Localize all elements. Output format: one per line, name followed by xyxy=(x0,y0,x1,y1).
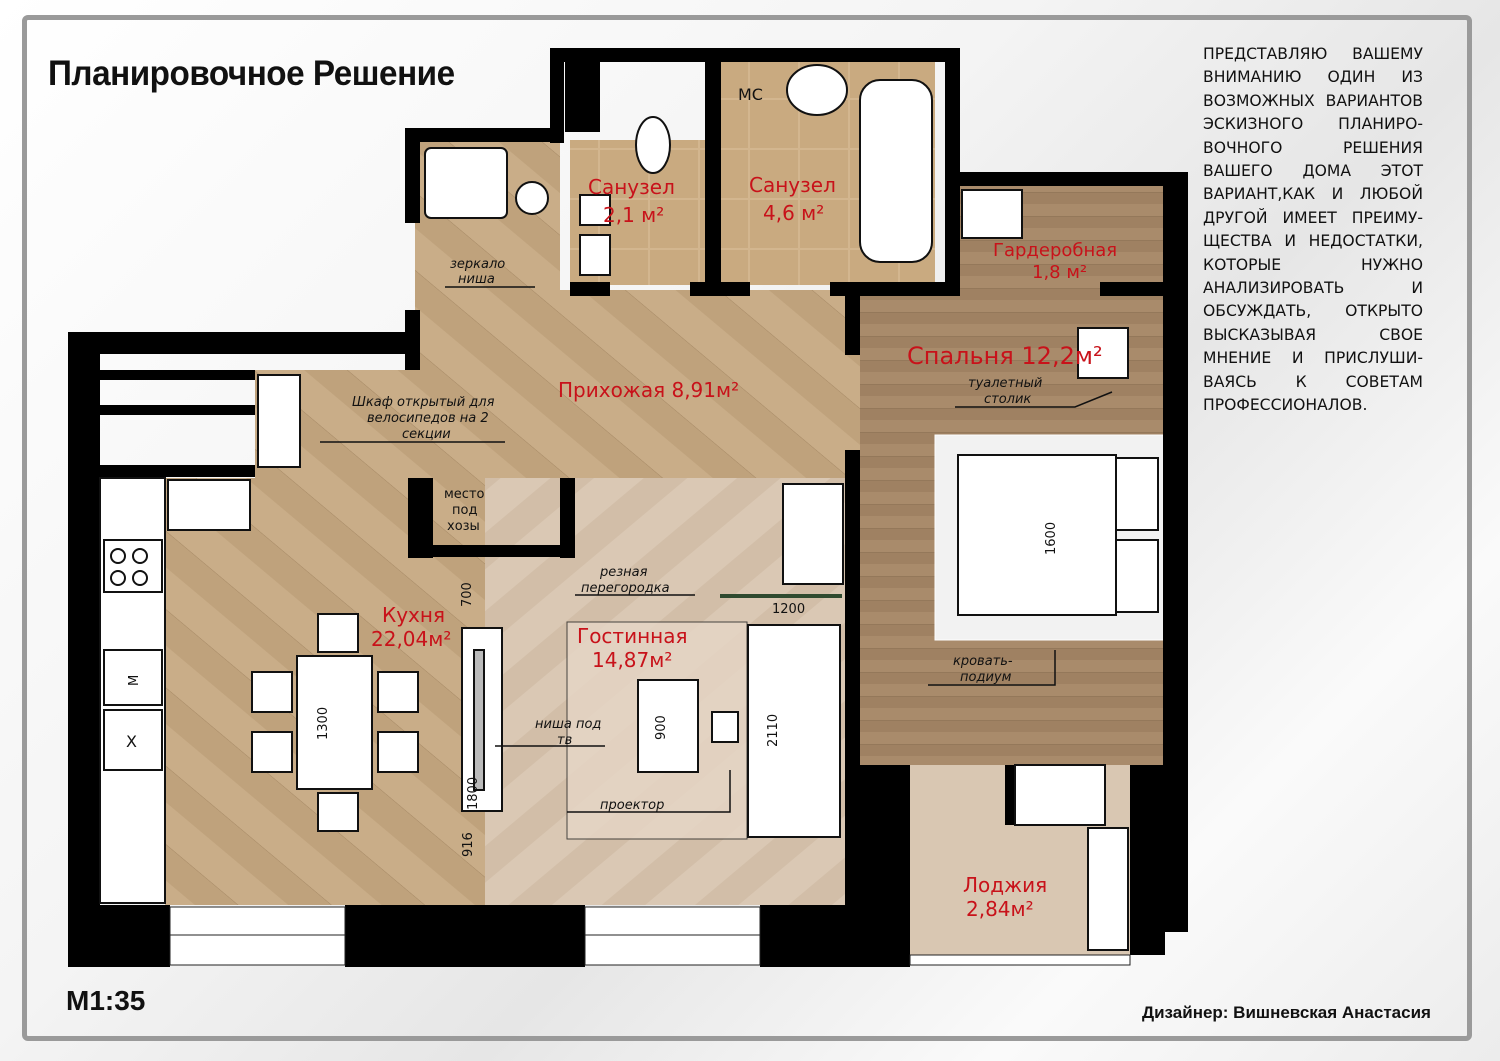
storage-note-1: место xyxy=(444,487,485,502)
bath1-name: Санузел xyxy=(588,175,675,199)
intro-line: ВАРИАНТ,КАК И ЛЮБОЙ xyxy=(1203,185,1423,204)
bike-note-2: велосипедов на 2 xyxy=(367,411,489,426)
walls xyxy=(68,48,1188,967)
furniture xyxy=(99,64,1159,951)
fridge xyxy=(103,709,163,771)
storage-note-2: под xyxy=(452,503,477,518)
stove xyxy=(103,539,163,593)
vanity xyxy=(1077,327,1129,379)
projector-note: проектор xyxy=(600,798,664,813)
sofa xyxy=(747,624,841,838)
partition-note-2: перегородка xyxy=(581,581,670,596)
bed xyxy=(957,454,1117,616)
bike-note-1: Шкаф открытый для xyxy=(352,395,495,410)
dim-1200: 1200 xyxy=(772,602,805,617)
page-title: Планировочное Решение xyxy=(48,54,455,93)
intro-line: ВНИМАНИЮ ОДИН ИЗ xyxy=(1203,68,1423,87)
loggia-name: Лоджия xyxy=(963,873,1047,897)
kitchen-name: Кухня xyxy=(382,603,445,627)
wardrobe-area: 1,8 м² xyxy=(1032,262,1087,283)
room-labels: Санузел 2,1 м² Санузел 4,6 м² Гардеробна… xyxy=(371,173,1117,921)
bath1-area: 2,1 м² xyxy=(603,203,664,227)
mirror-note-2: ниша xyxy=(458,272,495,287)
dimension-labels: 700 1800 916 1300 900 2110 1200 1600 xyxy=(316,522,1059,857)
wardrobe-name: Гардеробная xyxy=(993,240,1117,261)
dim-916: 916 xyxy=(461,832,476,857)
dim-1300: 1300 xyxy=(316,707,331,740)
living-area: 14,87м² xyxy=(592,648,672,672)
dim-700: 700 xyxy=(460,582,475,607)
bath2-area: 4,6 м² xyxy=(763,201,824,225)
intro-line: ЭСКИЗНОГО ПЛАНИРО- xyxy=(1203,115,1423,134)
intro-text: ПРЕДСТАВЛЯЮ ВАШЕМУ ВНИМАНИЮ ОДИН ИЗ ВОЗМОЖ… xyxy=(1203,43,1423,418)
intro-line: ВАЯСЬ К СОВЕТАМ xyxy=(1203,372,1423,391)
intro-line: ОБСУЖДАТЬ, ОТКРЫТО xyxy=(1203,302,1423,321)
bath2-name: Санузел xyxy=(749,173,836,197)
dim-1800: 1800 xyxy=(466,777,481,810)
designer-credit: Дизайнер: Вишневская Анастасия xyxy=(1142,1003,1431,1022)
microwave xyxy=(103,649,163,706)
intro-line: ВЫСКАЗЫВАЯ СВОЕ xyxy=(1203,325,1423,344)
coffee-table xyxy=(637,679,699,773)
annotation-text: зеркало ниша Шкаф открытый для велосипед… xyxy=(126,85,1042,813)
bedroom-label: Спальня 12,2м² xyxy=(907,342,1103,370)
mc-label: МС xyxy=(738,85,763,104)
intro-line: ДРУГОЙ ИМЕЕТ ПРЕИМУ- xyxy=(1203,208,1423,227)
dim-900: 900 xyxy=(654,715,669,740)
intro-line: КОТОРЫЕ НУЖНО xyxy=(1203,255,1423,274)
intro-line: МНЕНИЕ И ПРИСЛУШИ- xyxy=(1203,349,1423,368)
annotations xyxy=(320,286,1113,813)
intro-line: ЩЕСТВА И НЕДОСТАТКИ, xyxy=(1203,232,1423,251)
intro-line: ПРЕДСТАВЛЯЮ ВАШЕМУ xyxy=(1203,45,1423,63)
microwave-label: М xyxy=(127,675,142,686)
intro-line: АНАЛИЗИРОВАТЬ И xyxy=(1203,279,1423,298)
partition-note-1: резная xyxy=(599,565,648,580)
podium-note-2: подиум xyxy=(960,670,1012,685)
bathtub xyxy=(859,79,933,263)
intro-line: ПРОФЕССИОНАЛОВ. xyxy=(1203,396,1368,415)
loggia-cabinet xyxy=(1087,827,1129,951)
vanity-note-2: столик xyxy=(984,392,1031,407)
living-name: Гостинная xyxy=(577,624,688,648)
dim-2110: 2110 xyxy=(766,714,781,747)
fridge-label: Х xyxy=(126,732,137,751)
intro-line: ВОЧНОГО РЕШЕНИЯ xyxy=(1203,138,1423,157)
sink xyxy=(167,479,251,531)
bike-rack xyxy=(257,374,301,468)
loggia-area: 2,84м² xyxy=(966,897,1034,921)
hallway-label: Прихожая 8,91м² xyxy=(558,378,739,402)
mirror-note: зеркало xyxy=(450,257,505,272)
dim-1600: 1600 xyxy=(1044,522,1059,555)
podium-note-1: кровать- xyxy=(953,654,1013,669)
tv-note-2: тв xyxy=(557,733,572,748)
kitchen-area: 22,04м² xyxy=(371,627,451,651)
intro-line: ВОЗМОЖНЫХ ВАРИАНТОВ xyxy=(1203,91,1423,110)
shower xyxy=(424,147,508,219)
desk xyxy=(782,483,844,585)
scale-label: М1:35 xyxy=(66,985,146,1016)
dining-table xyxy=(296,655,373,790)
intro-line: ВАШЕГО ДОМА ЭТОТ xyxy=(1203,162,1423,181)
windows xyxy=(169,906,1131,966)
sheet-frame xyxy=(22,15,1472,1041)
projector xyxy=(711,711,739,743)
vanity-note-1: туалетный xyxy=(968,376,1042,391)
toilet xyxy=(635,116,671,174)
storage-note-3: хозы xyxy=(447,519,480,534)
tv-note-1: ниша под xyxy=(535,717,601,732)
bike-note-3: секции xyxy=(402,427,451,442)
